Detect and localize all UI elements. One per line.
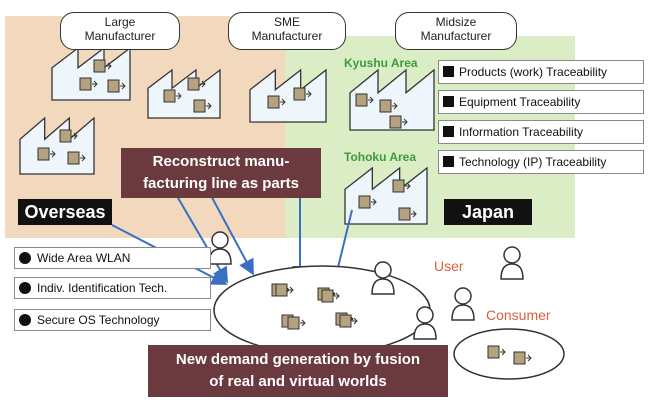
part-icon [267, 95, 286, 109]
technology-item: Wide Area WLAN [14, 247, 211, 269]
factory-icon [147, 68, 221, 119]
midsize-manufacturer-label: Midsize Manufacturer [395, 12, 517, 50]
part-icon [392, 179, 411, 193]
part-icon [355, 93, 374, 107]
square-bullet-icon [443, 156, 454, 167]
person-icon [500, 246, 524, 280]
tohoku-area-label: Tohoku Area [344, 150, 417, 164]
person-icon [413, 306, 437, 340]
consumer-ellipse [453, 328, 565, 380]
part-icon [59, 129, 78, 143]
part-icon [193, 99, 212, 113]
kyushu-area-label: Kyushu Area [344, 56, 418, 70]
part-icon [321, 289, 340, 303]
traceability-item: Information Traceability [438, 120, 644, 144]
overseas-label: Overseas [18, 199, 112, 225]
part-icon [287, 316, 306, 330]
round-bullet-icon [19, 282, 31, 294]
part-icon [93, 59, 112, 73]
person-icon [371, 261, 395, 295]
part-icon [339, 314, 358, 328]
factory-icon [344, 166, 428, 225]
factory-icon [349, 68, 435, 131]
part-icon [293, 87, 312, 101]
flow-arrow [207, 189, 254, 276]
round-bullet-icon [19, 252, 31, 264]
part-icon [358, 195, 377, 209]
part-icon [389, 115, 408, 129]
large-manufacturer-label: Large Manufacturer [60, 12, 180, 50]
part-icon [187, 77, 206, 91]
japan-label: Japan [444, 199, 532, 225]
traceability-item: Technology (IP) Traceability [438, 150, 644, 174]
square-bullet-icon [443, 66, 454, 77]
square-bullet-icon [443, 126, 454, 137]
part-icon [379, 99, 398, 113]
traceability-item: Products (work) Traceability [438, 60, 644, 84]
technology-item: Secure OS Technology [14, 309, 211, 331]
person-icon [208, 231, 232, 265]
traceability-item: Equipment Traceability [438, 90, 644, 114]
factory-icon [51, 46, 131, 101]
part-icon [79, 77, 98, 91]
part-icon [275, 283, 294, 297]
consumer-label: Consumer [486, 307, 551, 323]
part-icon [487, 345, 506, 359]
user-label: User [434, 258, 464, 274]
factory-icon [19, 116, 95, 175]
square-bullet-icon [443, 96, 454, 107]
part-icon [67, 151, 86, 165]
round-bullet-icon [19, 314, 31, 326]
sme-manufacturer-label: SME Manufacturer [228, 12, 346, 50]
part-icon [513, 351, 532, 365]
part-icon [37, 147, 56, 161]
reconstruct-callout: Reconstruct manu- facturing line as part… [121, 148, 321, 198]
person-icon [451, 287, 475, 321]
virtual-market-ellipse [213, 265, 431, 355]
part-icon [107, 79, 126, 93]
technology-item: Indiv. Identification Tech. [14, 277, 211, 299]
factory-icon [249, 68, 327, 123]
demand-callout: New demand generation by fusion of real … [148, 345, 448, 397]
part-icon [163, 89, 182, 103]
part-icon [398, 207, 417, 221]
